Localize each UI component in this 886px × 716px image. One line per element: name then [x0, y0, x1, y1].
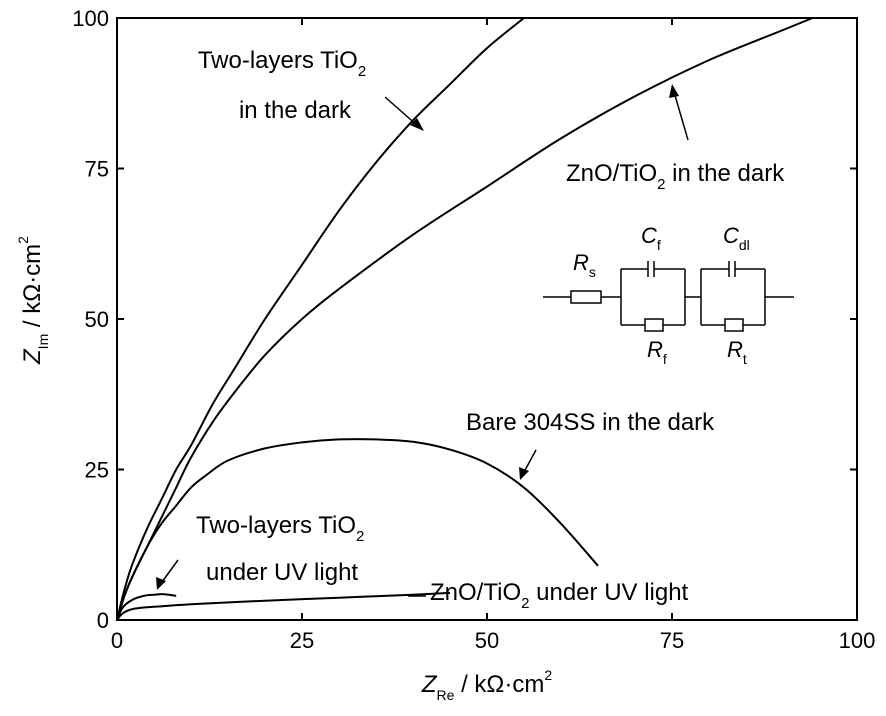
x-tick-label: 25 [290, 628, 314, 653]
svg-text:Two-layers TiO2: Two-layers TiO2 [196, 512, 364, 545]
x-axis-title: ZRe / kΩ·cm2 [421, 667, 553, 703]
data-series [116, 17, 813, 621]
series-line-0 [116, 17, 525, 621]
y-tick-label: 0 [97, 608, 109, 633]
x-tick-label: 0 [111, 628, 123, 653]
svg-text:ZRe / kΩ·cm2: ZRe / kΩ·cm2 [421, 667, 553, 703]
label-cf: Cf [641, 223, 661, 253]
arrow-two-layers-uv [161, 559, 179, 583]
svg-text:under UV light: under UV light [206, 559, 358, 586]
label-rf: Rf [647, 337, 667, 367]
annotation-bare-dark: Bare 304SS in the dark [466, 409, 715, 436]
equivalent-circuit: Rs Cf Rf Cdl Rt [543, 223, 794, 367]
y-tick-label: 100 [72, 6, 109, 31]
annotation-zno-dark: ZnO/TiO2 in the dark [566, 160, 785, 193]
x-tick-label: 50 [475, 628, 499, 653]
svg-text:ZIm / kΩ·cm2: ZIm / kΩ·cm2 [15, 236, 51, 365]
label-rt: Rt [727, 337, 747, 367]
label-cdl: Cdl [723, 223, 750, 253]
annotation-zno-uv: ZnO/TiO2 under UV light [430, 579, 689, 612]
svg-text:Two-layers TiO2: Two-layers TiO2 [198, 47, 366, 80]
y-tick-label: 50 [85, 307, 109, 332]
svg-text:ZnO/TiO2 under UV light: ZnO/TiO2 under UV light [430, 579, 689, 612]
svg-text:ZnO/TiO2 in the dark: ZnO/TiO2 in the dark [566, 160, 785, 193]
series-line-2 [116, 438, 599, 621]
x-tick-label: 100 [839, 628, 876, 653]
series-line-3 [116, 593, 177, 621]
y-axis-title: ZIm / kΩ·cm2 [15, 236, 51, 365]
annotation-two-layers-uv: Two-layers TiO2 under UV light [196, 512, 364, 586]
arrow-bare-dark [523, 449, 537, 473]
axis-ticks: 0 25 50 75 100 0 25 50 75 100 [72, 6, 875, 653]
y-tick-label: 25 [85, 458, 109, 483]
annotation-arrows [156, 84, 689, 597]
arrow-zno-dark [673, 91, 689, 141]
svg-text:Bare 304SS in the dark: Bare 304SS in the dark [466, 409, 715, 436]
arrowhead-two-layers-dark [410, 118, 424, 131]
arrowhead-bare-dark [519, 467, 529, 480]
annotation-two-layers-dark: Two-layers TiO2 in the dark [198, 47, 366, 124]
x-tick-label: 75 [660, 628, 684, 653]
svg-text:in the dark: in the dark [239, 97, 352, 124]
arrowhead-two-layers-uv [156, 577, 166, 590]
y-tick-label: 75 [85, 157, 109, 182]
label-rs: Rs [573, 250, 596, 280]
arrowhead-zno-dark [669, 84, 679, 98]
series-line-4 [116, 591, 451, 621]
